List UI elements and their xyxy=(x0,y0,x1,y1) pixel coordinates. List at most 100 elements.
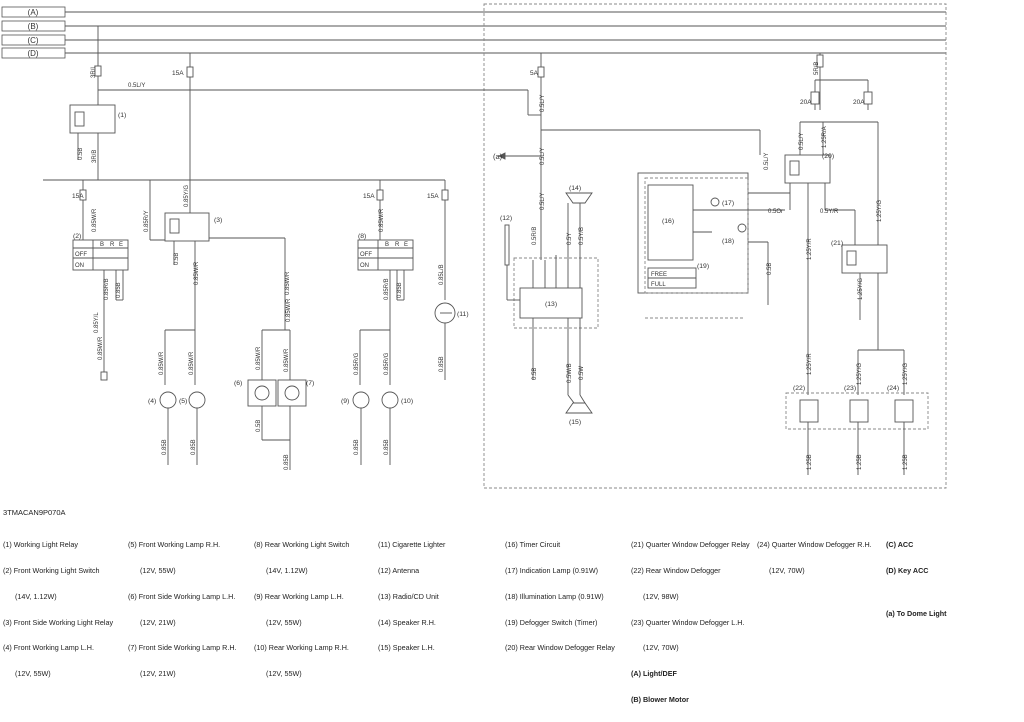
fuse-label: 20A xyxy=(800,99,812,106)
wire-label: 1.25Y/R xyxy=(807,238,813,260)
drawing-id: 3TMACAN9P070A xyxy=(3,508,66,517)
wire-label: 0.5B xyxy=(78,148,84,160)
switch-free-label: FREE xyxy=(651,272,667,278)
legend-col-5: (16) Timer Circuit (17) Indication Lamp … xyxy=(505,524,615,670)
wire-label: 0.5Or xyxy=(768,209,783,215)
wire-label: 0.85R/B xyxy=(104,278,110,300)
wire-label: 0.5Y/R xyxy=(820,209,839,215)
legend-entry: (6) Front Side Working Lamp L.H. xyxy=(128,591,236,601)
wire-label: 0.85W/R xyxy=(285,271,291,295)
switch-e-label: E xyxy=(119,242,123,248)
legend-entry: (12V, 55W) xyxy=(3,669,51,679)
wire-label: 0.5W/B xyxy=(567,363,573,383)
fuse-label: 20A xyxy=(853,99,865,106)
legend-entry: (9) Rear Working Lamp L.H. xyxy=(254,591,344,601)
wire-label: 0.85L/B xyxy=(439,264,445,285)
legend-entry: (A) Light/DEF xyxy=(631,669,677,679)
legend-entry: (7) Front Side Working Lamp R.H. xyxy=(128,643,237,653)
wire-label: 0.85B xyxy=(191,439,197,455)
wire-label: 0.85R/G xyxy=(354,352,360,375)
wire-label: 0.5L/Y xyxy=(764,153,770,170)
switch-r-label: R xyxy=(110,242,115,248)
legend-col-4: (11) Cigarette Lighter (12) Antenna (13)… xyxy=(378,524,445,670)
wire-label: 0.5B xyxy=(532,368,538,380)
legend-entry: (12V, 55W) xyxy=(254,617,302,627)
legend-entry: (12V, 55W) xyxy=(128,565,176,575)
component-number: (9) xyxy=(341,398,349,405)
wire-label: 0.85R/G xyxy=(384,352,390,375)
fuse-label: 15A xyxy=(72,193,84,200)
component-number: (11) xyxy=(457,311,469,318)
legend-entry: (12V, 55W) xyxy=(254,669,302,679)
component-number: (3) xyxy=(214,217,222,224)
switch-b-label: B xyxy=(385,242,389,248)
switch-on-label: ON xyxy=(75,263,84,269)
legend-entry: (18) Illumination Lamp (0.91W) xyxy=(505,591,604,601)
legend-entry: (12V, 70W) xyxy=(631,643,679,653)
legend-entry: (14V, 1.12W) xyxy=(254,565,308,575)
legend-entry: (15) Speaker L.H. xyxy=(378,643,435,653)
wire-label: 0.85W/R xyxy=(189,351,195,375)
legend-entry: (12V, 21W) xyxy=(128,669,176,679)
legend-entry: (B) Blower Motor xyxy=(631,694,689,704)
bus-label-c: (C) xyxy=(27,36,38,45)
wire-label: 5R/B xyxy=(814,62,820,75)
component-number: (6) xyxy=(234,380,242,387)
component-number: (13) xyxy=(545,301,557,308)
wire-label: 0.5W xyxy=(579,366,585,380)
wire-label: 0.5B xyxy=(174,253,180,265)
legend-entry: (16) Timer Circuit xyxy=(505,540,561,550)
legend-col-8: (C) ACC (D) Key ACC (a) To Dome Light xyxy=(886,524,947,636)
wire-label: 1.25Y/G xyxy=(903,363,909,385)
legend-col-6: (21) Quarter Window Defogger Relay (22) … xyxy=(631,524,750,722)
wire-label: 1.25B xyxy=(857,454,863,470)
wire-label: 3R/L xyxy=(91,65,97,78)
wire-label: 0.5B xyxy=(256,420,262,432)
wire-label: 0.85W/R xyxy=(379,208,385,232)
legend-entry: (17) Indication Lamp (0.91W) xyxy=(505,565,599,575)
legend-entry: (23) Quarter Window Defogger L.H. xyxy=(631,617,745,627)
wire-label: 1.25B xyxy=(903,454,909,470)
legend-entry: (19) Defogger Switch (Timer) xyxy=(505,617,598,627)
legend-entry: (22) Rear Window Defogger xyxy=(631,565,721,575)
wire-label: 0.5L/Y xyxy=(128,83,145,89)
switch-off-label: OFF xyxy=(360,252,372,258)
wire-label: 0.85W/R xyxy=(98,336,104,360)
wire-label: 1.25R/A xyxy=(822,126,828,148)
legend-entry: (12V, 21W) xyxy=(128,617,176,627)
legend-entry: (10) Rear Working Lamp R.H. xyxy=(254,643,349,653)
wire-label: 0.85B xyxy=(397,282,403,298)
legend-col-2: (5) Front Working Lamp R.H. (12V, 55W) (… xyxy=(128,524,237,696)
wire-label: 0.85B xyxy=(116,282,122,298)
external-ref-a: (a) xyxy=(493,152,503,161)
component-number: (4) xyxy=(148,398,156,405)
wire-label: 1.25Y/R xyxy=(807,353,813,375)
switch-r-label: R xyxy=(395,242,400,248)
bus-label-d: (D) xyxy=(27,49,38,58)
component-number: (24) xyxy=(887,385,899,392)
legend-entry: (C) ACC xyxy=(886,540,914,550)
wire-label: 0.85B xyxy=(284,454,290,470)
wire-label: 0.5L/Y xyxy=(799,133,805,150)
component-number: (21) xyxy=(831,240,843,247)
component-number: (16) xyxy=(662,218,674,225)
legend: (1) Working Light Relay (2) Front Workin… xyxy=(0,516,1024,704)
wire-label: 0.85R/Y xyxy=(144,210,150,232)
component-number: (17) xyxy=(722,200,734,207)
component-number: (5) xyxy=(179,398,187,405)
legend-entry: (21) Quarter Window Defogger Relay xyxy=(631,540,750,550)
bus-label-a: (A) xyxy=(28,8,39,17)
legend-entry: (13) Radio/CD Unit xyxy=(378,591,439,601)
wire-label: 0.5L/Y xyxy=(540,148,546,165)
wire-label: 0.85B xyxy=(439,356,445,372)
switch-e-label: E xyxy=(404,242,408,248)
wire-label: 0.5L/Y xyxy=(540,95,546,112)
legend-entry: (24) Quarter Window Defogger R.H. xyxy=(757,540,872,550)
legend-entry: (14V, 1.12W) xyxy=(3,591,57,601)
wire-label: 0.85W/R xyxy=(256,346,262,370)
legend-entry: (20) Rear Window Defogger Relay xyxy=(505,643,615,653)
component-number: (14) xyxy=(569,185,581,192)
component-number: (22) xyxy=(793,385,805,392)
wire-label: 0.85Y/L xyxy=(94,312,100,333)
wire-label: 0.5B xyxy=(767,263,773,275)
